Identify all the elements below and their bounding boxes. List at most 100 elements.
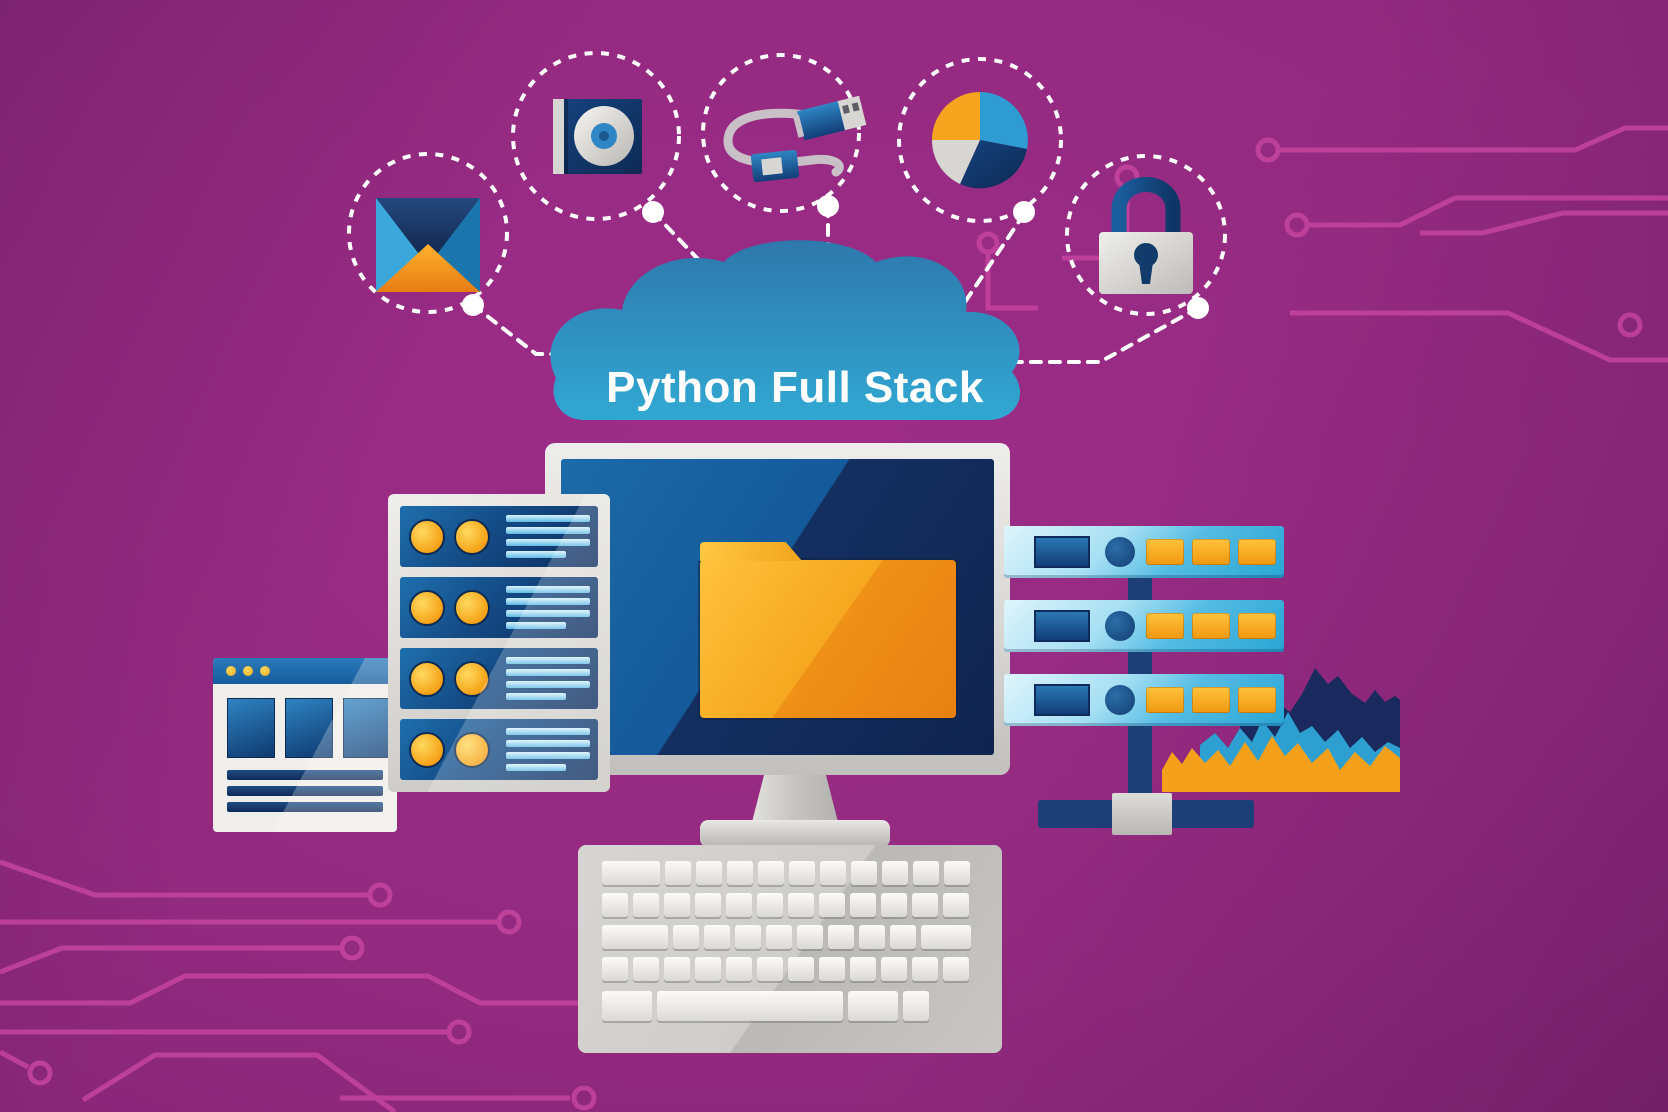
bubble-ring-lock <box>1065 154 1227 316</box>
circuit-line <box>1309 195 1668 228</box>
keyboard-key <box>633 893 659 917</box>
server-bar <box>1004 674 1284 726</box>
keyboard-key <box>913 861 939 885</box>
led-light <box>409 731 445 768</box>
connector-dot <box>1187 297 1209 319</box>
rack-stripe <box>506 610 590 617</box>
circuit-line <box>0 859 368 898</box>
keyboard-key <box>726 893 752 917</box>
bubble-ring-usb <box>701 53 861 213</box>
circuit-line <box>985 254 1038 311</box>
rack-stripe <box>506 586 590 593</box>
server-led <box>1238 687 1276 713</box>
circuit-node <box>496 909 522 935</box>
rack-stripe <box>506 515 590 522</box>
titlebar-dot <box>226 666 236 676</box>
circuit-line <box>1420 210 1668 236</box>
rack-stripes <box>506 586 590 629</box>
browser-card <box>285 698 333 758</box>
window-dots <box>226 666 270 676</box>
server-bar <box>1004 526 1284 578</box>
server-led <box>1238 539 1276 565</box>
rack-leds <box>400 731 490 768</box>
connector-dot <box>817 195 839 217</box>
rack-stripe <box>506 598 590 605</box>
rack-stripe <box>506 622 566 629</box>
keyboard-key <box>851 861 877 885</box>
led-light <box>454 518 490 555</box>
rack-row <box>400 719 598 780</box>
keyboard-key <box>633 957 659 981</box>
monitor <box>545 443 1010 775</box>
rack-stripe <box>506 527 590 534</box>
spacebar-key <box>657 991 843 1021</box>
rack-stripes <box>506 728 590 771</box>
keyboard-key <box>819 893 845 917</box>
keyboard-key <box>882 861 908 885</box>
circuit-line <box>0 973 578 1006</box>
server-led <box>1192 539 1230 565</box>
keyboard-key <box>602 957 628 981</box>
rack-stripe <box>506 740 590 747</box>
keyboard-key <box>664 957 690 981</box>
keyboard-key <box>757 893 783 917</box>
keyboard-key <box>704 925 730 949</box>
keyboard-key <box>859 925 885 949</box>
server-rack-left <box>388 494 610 792</box>
server-led <box>1146 613 1184 639</box>
led-light <box>409 660 445 697</box>
cd-disc-icon <box>553 99 642 174</box>
server-led <box>1192 687 1230 713</box>
rack-stripe <box>506 752 590 759</box>
server-led <box>1146 539 1184 565</box>
circuit-node <box>1617 312 1643 338</box>
rack-rows <box>400 506 598 780</box>
rack-stripe <box>506 764 566 771</box>
browser-stripe <box>227 802 383 812</box>
circuit-node <box>27 1060 53 1086</box>
server-panel <box>1034 684 1090 716</box>
circuit-line <box>0 1049 30 1070</box>
rack-stripes <box>506 515 590 558</box>
keyboard-key <box>726 957 752 981</box>
circuit-node <box>339 935 365 961</box>
server-led <box>1238 613 1276 639</box>
monitor-screen <box>561 459 994 755</box>
led-light <box>409 518 445 555</box>
circuit-line <box>0 945 340 975</box>
rack-row <box>400 648 598 709</box>
keyboard-key <box>665 861 691 885</box>
browser-card <box>343 698 391 758</box>
led-light <box>454 731 490 768</box>
server-bar <box>1004 600 1284 652</box>
keyboard-key <box>944 861 970 885</box>
keyboard-key <box>758 861 784 885</box>
browser-card <box>227 698 275 758</box>
keyboard-key <box>848 991 898 1021</box>
keyboard-key <box>695 957 721 981</box>
keyboard-key <box>797 925 823 949</box>
keyboard-key <box>912 957 938 981</box>
keyboard <box>578 845 1002 1053</box>
keyboard-key <box>727 861 753 885</box>
area-layer-orange <box>1162 736 1400 792</box>
keyboard-key <box>602 991 652 1021</box>
keyboard-key <box>903 991 929 1021</box>
bubble-ring-cd <box>511 51 681 221</box>
rack-leds <box>400 660 490 697</box>
server-panel <box>1034 610 1090 642</box>
usb-cable-icon <box>723 95 867 183</box>
circuit-node <box>571 1085 597 1111</box>
keyboard-key <box>943 893 969 917</box>
server-knob <box>1105 537 1135 567</box>
keyboard-key <box>788 957 814 981</box>
circuit-node <box>446 1019 472 1045</box>
folder-icon <box>700 560 956 718</box>
keyboard-key <box>695 893 721 917</box>
rack-leds <box>400 589 490 626</box>
circuit-node <box>976 231 1000 255</box>
server-panel <box>1034 536 1090 568</box>
server-stand-hub <box>1112 793 1172 835</box>
rack-stripe <box>506 693 566 700</box>
titlebar-dot <box>260 666 270 676</box>
